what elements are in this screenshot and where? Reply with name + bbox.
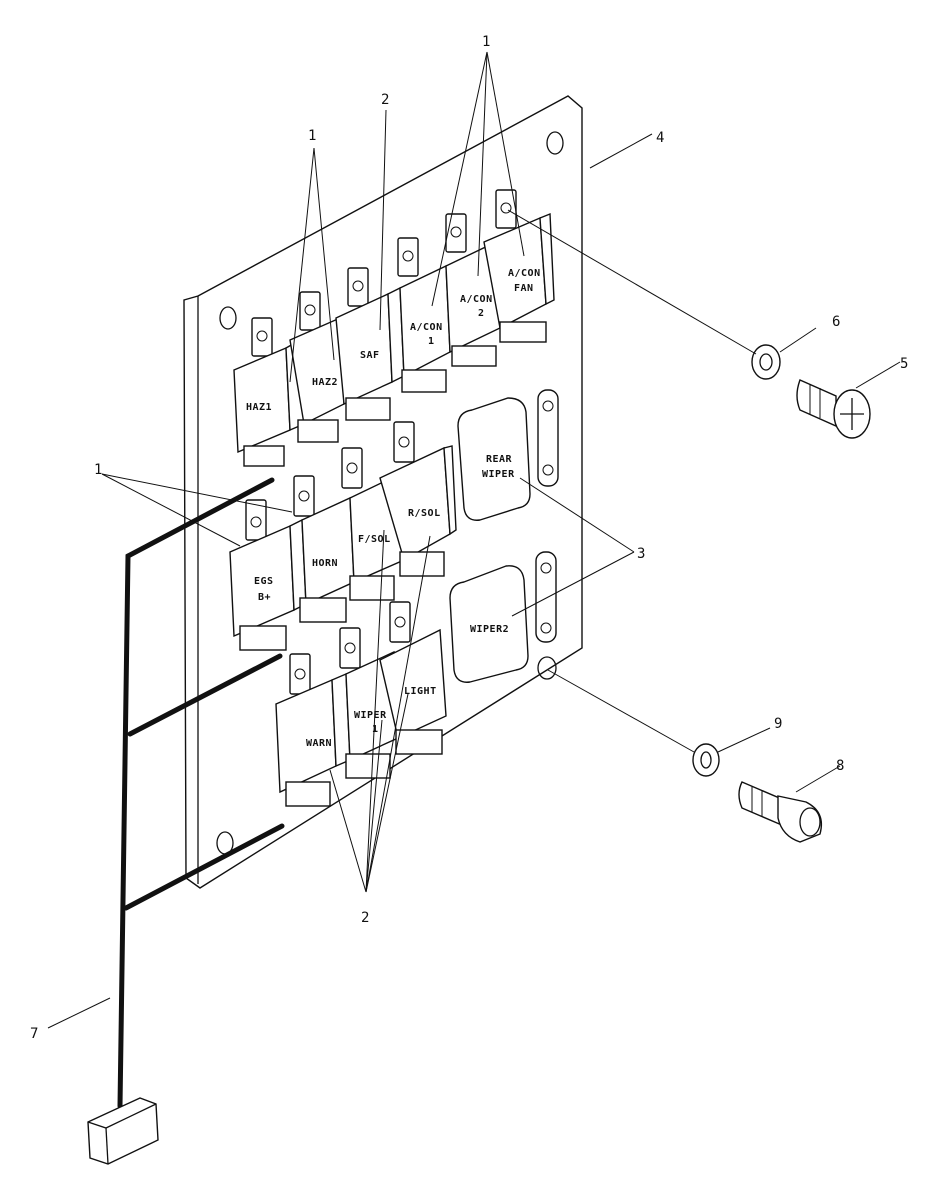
harness-connector — [87, 1097, 159, 1165]
callout-4: 4 — [656, 130, 664, 146]
relay-saf-label: SAF — [360, 350, 380, 361]
relay-egs-label-b: B+ — [258, 592, 271, 603]
plate-hole-bottom-right — [537, 656, 557, 680]
relay-acon-1-label-a: A/CON — [410, 322, 443, 333]
timer-rear-wiper: REAR WIPER — [457, 389, 559, 521]
relay-r-sol-label: R/SOL — [408, 508, 441, 519]
plate-hole-top-left — [219, 306, 237, 330]
callout-2-top: 2 — [381, 92, 389, 108]
relay-acon-2-label-b: 2 — [478, 308, 485, 319]
timer-rear-wiper-label-a: REAR — [486, 454, 513, 465]
washer-6 — [751, 344, 781, 380]
relay-acon-fan: A/CON FAN — [483, 189, 555, 343]
plate-hole-top-right — [546, 131, 564, 155]
callout-6: 6 — [832, 314, 840, 330]
relay-acon-2-label-a: A/CON — [460, 294, 493, 305]
relay-acon-2: A/CON 2 — [445, 213, 501, 367]
screw-5 — [796, 379, 871, 439]
relay-warn-label: WARN — [306, 738, 332, 749]
relay-light-label: LIGHT — [404, 686, 437, 697]
timer-wiper-2: WIPER2 — [449, 551, 557, 683]
relay-acon-fan-label-b: FAN — [514, 283, 534, 294]
callout-7: 7 — [30, 1026, 38, 1042]
callout-8: 8 — [836, 758, 844, 774]
wire-harness — [87, 477, 285, 1165]
relay-horn-label: HORN — [312, 558, 338, 569]
relay-egs-label-a: EGS — [254, 576, 274, 587]
callout-2-bottom: 2 — [361, 910, 369, 926]
relay-wiper-1-label-b: 1 — [372, 724, 379, 735]
callout-9: 9 — [774, 716, 782, 732]
callout-numbers: 1 1 1 2 2 3 4 5 6 7 8 9 — [30, 34, 908, 1042]
leader-lines — [47, 51, 901, 1029]
callout-5: 5 — [900, 356, 908, 372]
bolt-8 — [738, 781, 823, 843]
relay-egs: EGS B+ — [229, 499, 307, 651]
relay-acon-1-label-b: 1 — [428, 336, 435, 347]
callout-1-top-left: 1 — [308, 128, 316, 144]
callout-1-top-right: 1 — [482, 34, 490, 50]
timer-wiper-2-label: WIPER2 — [470, 624, 509, 635]
relay-acon-fan-label-a: A/CON — [508, 268, 541, 279]
relay-haz1-label: HAZ1 — [246, 402, 272, 413]
timer-rear-wiper-label-b: WIPER — [482, 469, 515, 480]
washer-9 — [692, 743, 720, 777]
relay-haz1: HAZ1 — [233, 317, 305, 467]
relay-f-sol-label: F/SOL — [358, 534, 391, 545]
relay-light: LIGHT — [379, 601, 447, 755]
relay-haz2-label: HAZ2 — [312, 377, 338, 388]
relay-haz2: HAZ2 — [289, 291, 345, 443]
relay-saf: SAF — [335, 267, 405, 421]
callout-1-left: 1 — [94, 462, 102, 478]
relay-acon-1: A/CON 1 — [397, 237, 451, 393]
relay-f-sol: F/SOL — [341, 447, 405, 601]
callout-3: 3 — [637, 546, 645, 562]
relay-wiper-1-label-a: WIPER — [354, 710, 387, 721]
relay-horn: HORN — [293, 475, 355, 623]
relay-r-sol: R/SOL — [379, 421, 457, 577]
